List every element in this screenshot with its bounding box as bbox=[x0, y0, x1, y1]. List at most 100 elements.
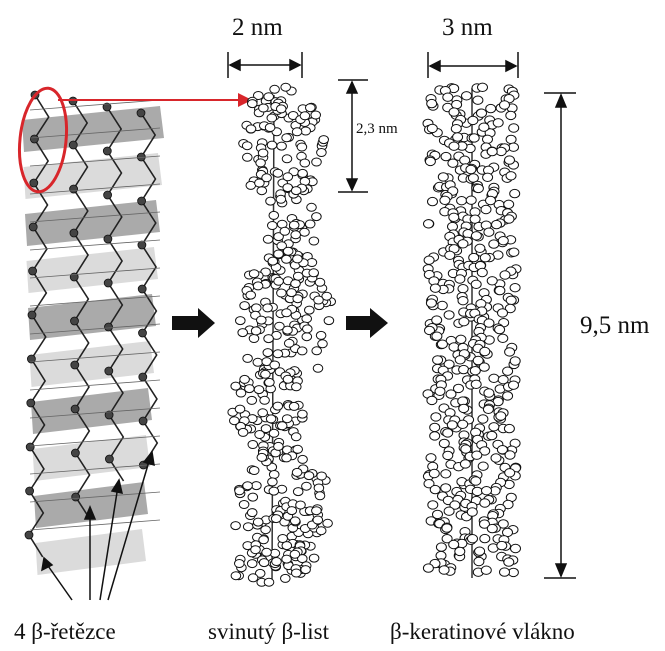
atom bbox=[449, 213, 459, 221]
atom bbox=[273, 350, 283, 358]
atom bbox=[277, 142, 287, 150]
atom bbox=[312, 507, 322, 515]
atom bbox=[271, 515, 281, 523]
sheet-band bbox=[25, 200, 160, 246]
atom bbox=[264, 578, 274, 586]
atom bbox=[255, 179, 265, 187]
atom bbox=[267, 114, 277, 122]
atom bbox=[481, 205, 491, 213]
atom bbox=[281, 83, 291, 91]
atom bbox=[252, 482, 262, 490]
atom bbox=[289, 402, 299, 410]
atom bbox=[425, 157, 435, 165]
atom bbox=[458, 297, 468, 305]
atom bbox=[314, 296, 324, 304]
atom bbox=[437, 301, 447, 309]
atom bbox=[469, 134, 479, 142]
atom bbox=[469, 253, 479, 261]
atom bbox=[283, 173, 293, 181]
atom bbox=[309, 237, 319, 245]
sheet-band bbox=[30, 341, 155, 387]
caption-keratin-filament: β-keratinové vlákno bbox=[390, 619, 575, 645]
atom bbox=[459, 365, 469, 373]
atom bbox=[506, 172, 516, 180]
strand-atom bbox=[105, 323, 113, 331]
atom bbox=[268, 478, 278, 486]
caption-coiled-beta-sheet: svinutý β-list bbox=[208, 619, 329, 645]
strand-atom bbox=[71, 361, 79, 369]
atom bbox=[287, 507, 297, 515]
atom bbox=[309, 554, 319, 562]
atom bbox=[475, 547, 485, 555]
atom bbox=[466, 196, 476, 204]
atom bbox=[441, 484, 451, 492]
atom bbox=[483, 173, 493, 181]
atom bbox=[498, 309, 508, 317]
atom bbox=[459, 404, 469, 412]
atom bbox=[427, 99, 437, 107]
atom bbox=[477, 268, 487, 276]
atom bbox=[506, 135, 516, 143]
atom bbox=[424, 256, 434, 264]
atom bbox=[282, 555, 292, 563]
atom bbox=[453, 133, 463, 141]
atom bbox=[505, 156, 515, 164]
atom bbox=[439, 566, 449, 574]
atom bbox=[486, 196, 496, 204]
atom bbox=[302, 482, 312, 490]
strand-atom bbox=[29, 267, 37, 275]
strand-atom bbox=[103, 147, 111, 155]
atom bbox=[504, 558, 514, 566]
atom bbox=[484, 389, 494, 397]
atom bbox=[263, 235, 273, 243]
atom bbox=[253, 358, 263, 366]
atom bbox=[282, 134, 292, 142]
atom bbox=[478, 415, 488, 423]
atom bbox=[480, 534, 490, 542]
atom bbox=[503, 367, 513, 375]
atom bbox=[455, 356, 465, 364]
atom bbox=[498, 334, 508, 342]
atom bbox=[290, 517, 300, 525]
atom bbox=[266, 197, 276, 205]
atom bbox=[460, 460, 470, 468]
atom bbox=[471, 232, 481, 240]
atom bbox=[305, 306, 315, 314]
atom bbox=[267, 141, 277, 149]
atom bbox=[457, 197, 467, 205]
length-95nm-label: 9,5 nm bbox=[580, 312, 649, 340]
atom bbox=[282, 255, 292, 263]
atom bbox=[471, 280, 481, 288]
strand-atom bbox=[71, 405, 79, 413]
atom bbox=[483, 135, 493, 143]
atom bbox=[443, 429, 453, 437]
width-3nm-marker bbox=[428, 52, 518, 78]
atom bbox=[261, 370, 271, 378]
atom bbox=[274, 442, 284, 450]
width-3nm-label: 3 nm bbox=[442, 14, 493, 42]
atom bbox=[305, 220, 315, 228]
atom bbox=[427, 124, 437, 132]
atom bbox=[240, 302, 250, 310]
atom bbox=[293, 445, 303, 453]
atom bbox=[438, 173, 448, 181]
atom bbox=[269, 211, 279, 219]
atom bbox=[312, 347, 322, 355]
strand-atom bbox=[71, 449, 79, 457]
atom bbox=[430, 423, 440, 431]
atom bbox=[302, 315, 312, 323]
atom bbox=[291, 231, 301, 239]
atom bbox=[243, 153, 253, 161]
atom bbox=[449, 343, 459, 351]
atom bbox=[432, 316, 442, 324]
transition-arrow-2 bbox=[346, 308, 388, 338]
atom bbox=[240, 375, 250, 383]
strand-atom bbox=[28, 311, 36, 319]
atom bbox=[300, 112, 310, 120]
atom bbox=[430, 485, 440, 493]
atom bbox=[504, 215, 514, 223]
sheet-band bbox=[31, 388, 152, 434]
atom bbox=[509, 381, 519, 389]
atom bbox=[273, 402, 283, 410]
